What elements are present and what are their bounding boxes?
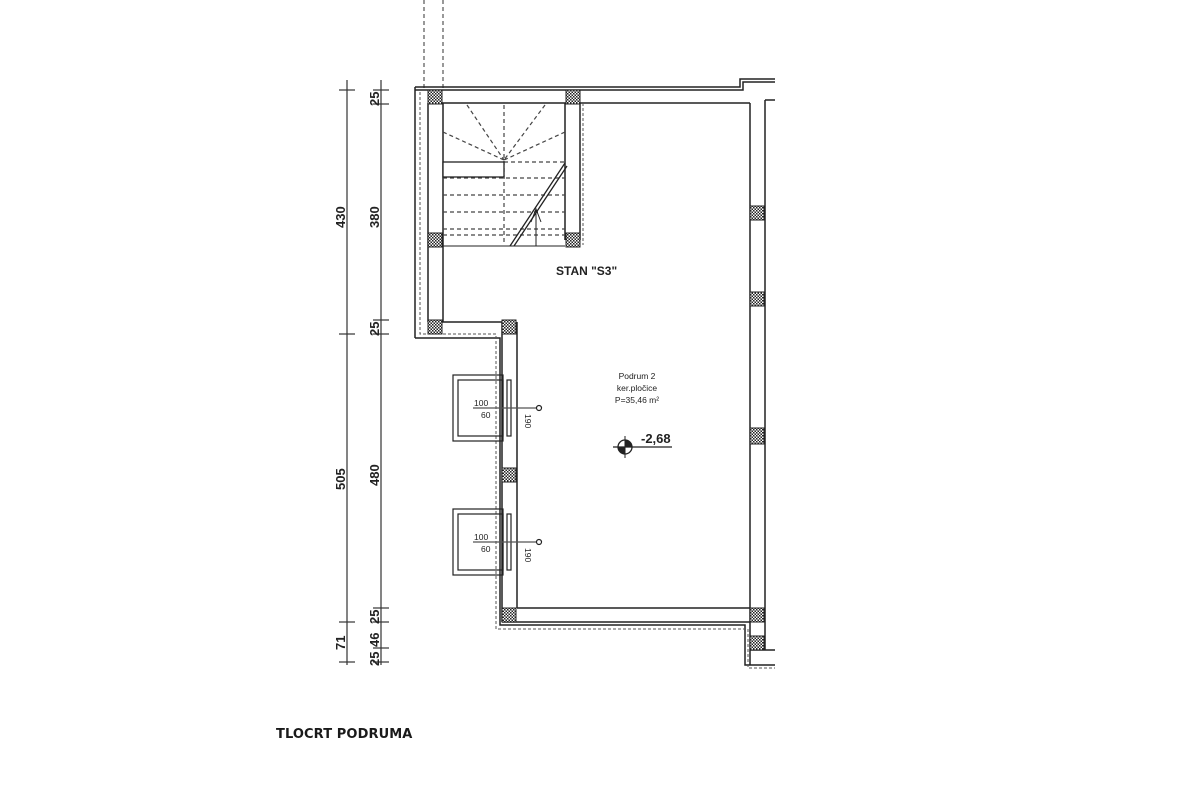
window-2-width: 100 <box>474 532 488 542</box>
window-2-sill: 60 <box>481 544 491 554</box>
dim-outer-505: 505 <box>333 468 348 490</box>
room-area: P=35,46 m² <box>615 395 659 405</box>
dim-inner-25-bottom: 25 <box>367 652 382 666</box>
room-annotation: Podrum 2 ker.pločice P=35,46 m² <box>615 371 659 405</box>
window-1-sill: 60 <box>481 410 491 420</box>
columns <box>427 89 765 651</box>
dimension-labels: 430 505 71 25 380 25 480 25 46 25 <box>333 92 382 666</box>
upper-floor-projection <box>423 0 444 88</box>
window-2-height: 190 <box>523 548 533 562</box>
drawing-title: TLOCRT PODRUMA <box>276 727 413 742</box>
dim-inner-480: 480 <box>367 464 382 486</box>
dim-outer-430: 430 <box>333 206 348 228</box>
dimension-lines <box>339 80 389 665</box>
window-1-width: 100 <box>474 398 488 408</box>
room-finish: ker.pločice <box>617 383 657 393</box>
outer-walls <box>414 78 775 666</box>
level-marker-icon <box>613 436 672 458</box>
room-name: Podrum 2 <box>619 371 656 381</box>
dim-inner-25-mid: 25 <box>367 322 382 336</box>
window-2 <box>452 508 543 576</box>
insulation-lines <box>419 92 775 669</box>
dim-inner-380: 380 <box>367 206 382 228</box>
window-1 <box>452 374 543 442</box>
dim-outer-71: 71 <box>333 636 348 650</box>
dim-inner-25-top: 25 <box>367 92 382 106</box>
dim-inner-25-low: 25 <box>367 610 382 624</box>
window-1-height: 190 <box>523 414 533 428</box>
level-value: -2,68 <box>641 431 671 446</box>
dim-inner-46: 46 <box>367 633 382 647</box>
unit-label: STAN "S3" <box>556 264 617 278</box>
staircase <box>442 104 568 247</box>
